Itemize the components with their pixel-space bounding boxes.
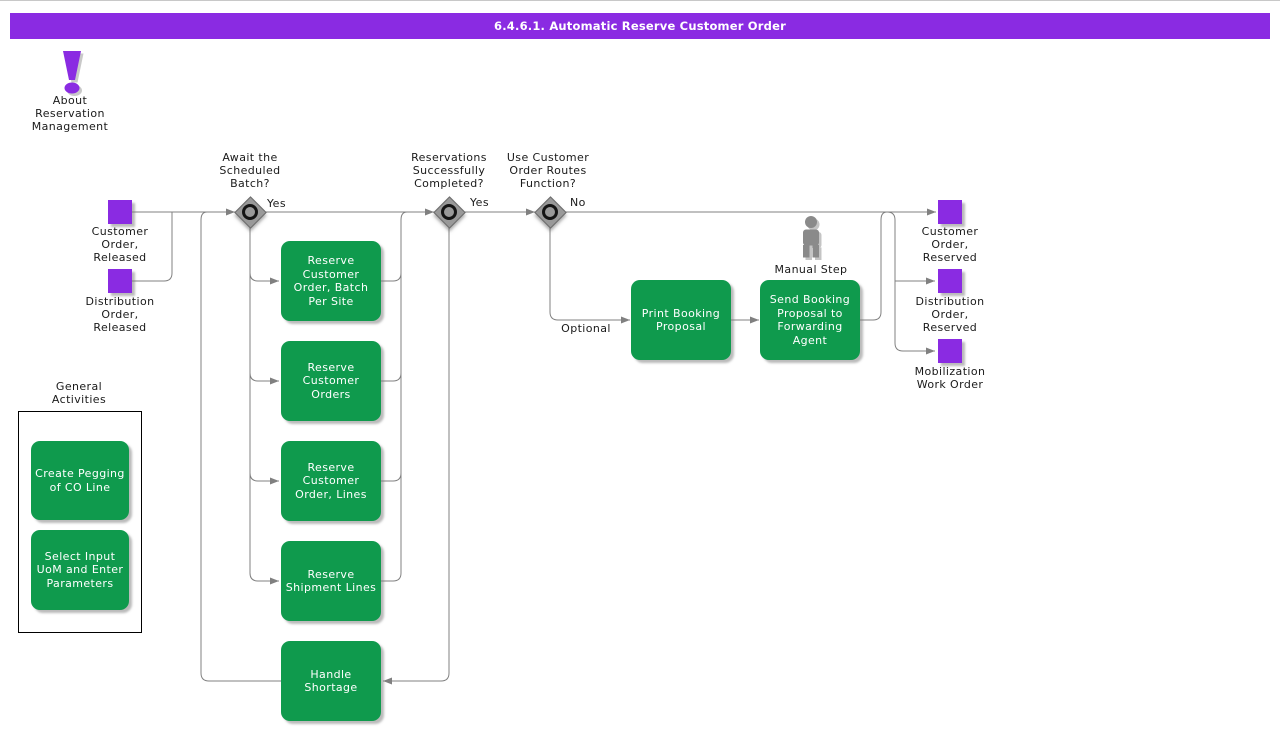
output-distribution-order-reserved-label: Distribution Order, Reserved: [915, 295, 985, 334]
task-print-booking-proposal[interactable]: Print Booking Proposal: [631, 280, 731, 360]
task-label: Handle Shortage: [304, 667, 358, 695]
decision-use-customer-order-routes[interactable]: [534, 196, 567, 229]
task-label: Reserve Customer Order, Batch Per Site: [293, 254, 369, 308]
manual-step-label: Manual Step: [774, 263, 848, 276]
task-handle-shortage[interactable]: Handle Shortage: [281, 641, 381, 721]
edge-distribution-released-merge: [132, 212, 173, 282]
task-select-input-uom-and-enter-parameters[interactable]: Select Input UoM and Enter Parameters: [31, 530, 129, 610]
exclamation-icon[interactable]: [55, 47, 89, 99]
decision-await-scheduled-batch-label: Await the Scheduled Batch?: [219, 151, 281, 190]
about-reservation-management-link[interactable]: About Reservation Management: [31, 94, 109, 133]
general-activities-label: General Activities: [51, 380, 107, 406]
input-distribution-order-released-label: Distribution Order, Released: [85, 295, 155, 334]
output-customer-order-reserved[interactable]: [938, 200, 962, 224]
decision2-branch-label: Yes: [470, 196, 489, 209]
task-label: Reserve Shipment Lines: [285, 567, 377, 595]
gateway-circle-icon: [542, 204, 558, 220]
input-customer-order-released[interactable]: [108, 200, 132, 224]
decision-reservations-completed-label: Reservations Successfully Completed?: [411, 151, 487, 190]
task-label: Reserve Customer Orders: [302, 360, 360, 401]
input-distribution-order-released[interactable]: [108, 269, 132, 293]
decision-reservations-completed[interactable]: [433, 196, 466, 229]
task-reserve-customer-order-batch-per-site[interactable]: Reserve Customer Order, Batch Per Site: [281, 241, 381, 321]
gateway-circle-icon: [441, 204, 457, 220]
task-label: Send Booking Proposal to Forwarding Agen…: [769, 293, 851, 347]
decision3-branch-label: No: [570, 196, 586, 209]
output-mobilization-work-order-label: Mobilization Work Order: [914, 365, 986, 391]
task-reserve-customer-order-lines[interactable]: Reserve Customer Order, Lines: [281, 441, 381, 521]
task-send-booking-proposal-to-forwarding-agent[interactable]: Send Booking Proposal to Forwarding Agen…: [760, 280, 860, 360]
task-reserve-customer-orders[interactable]: Reserve Customer Orders: [281, 341, 381, 421]
optional-edge-label: Optional: [561, 322, 611, 335]
output-mobilization-work-order[interactable]: [938, 339, 962, 363]
manual-step-person-icon: [803, 216, 822, 260]
output-customer-order-reserved-label: Customer Order, Reserved: [921, 225, 979, 264]
edge-handle-shortage-return: [200, 211, 281, 682]
input-customer-order-released-label: Customer Order, Released: [91, 225, 149, 264]
decision-await-scheduled-batch[interactable]: [234, 196, 267, 229]
output-distribution-order-reserved[interactable]: [938, 269, 962, 293]
task-create-pegging-of-co-line[interactable]: Create Pegging of CO Line: [31, 441, 129, 520]
task-label: Reserve Customer Order, Lines: [295, 460, 367, 501]
decision1-branch-label: Yes: [267, 197, 286, 210]
decision-use-customer-order-routes-label: Use Customer Order Routes Function?: [506, 151, 590, 190]
page-title: 6.4.6.1. Automatic Reserve Customer Orde…: [10, 13, 1270, 39]
gateway-circle-icon: [242, 204, 258, 220]
task-reserve-shipment-lines[interactable]: Reserve Shipment Lines: [281, 541, 381, 621]
task-label: Create Pegging of CO Line: [35, 467, 125, 494]
task-label: Print Booking Proposal: [641, 306, 721, 334]
task-label: Select Input UoM and Enter Parameters: [36, 549, 124, 590]
